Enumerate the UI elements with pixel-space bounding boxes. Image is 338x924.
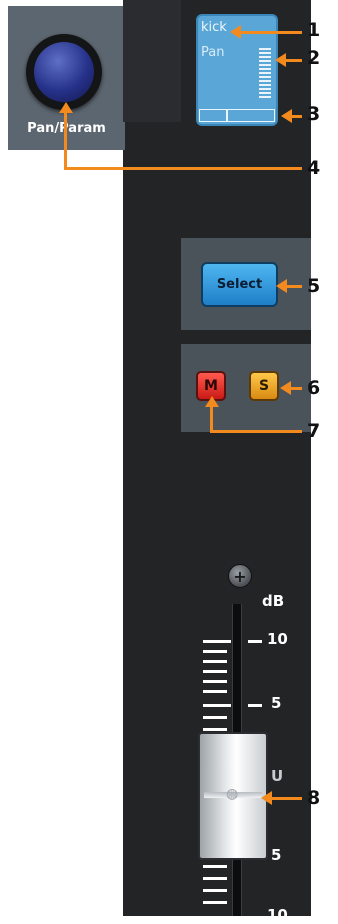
parameter-label: Pan [201, 45, 225, 60]
callout-arrow-3 [281, 109, 292, 123]
scale-tick [203, 704, 231, 707]
callout-line-8 [269, 797, 302, 800]
scale-tick [203, 728, 227, 731]
callout-number-8: 8 [307, 787, 321, 809]
callout-number-1: 1 [307, 19, 321, 41]
callout-number-6: 6 [307, 377, 321, 399]
scale-tick-5 [248, 704, 262, 707]
callout-arrow-4 [59, 102, 73, 113]
callout-line-5 [284, 285, 302, 288]
callout-line-1 [238, 31, 302, 34]
callout-arrow-8 [261, 791, 272, 805]
callout-number-7: 7 [307, 420, 321, 442]
scale-label-5: 5 [271, 694, 282, 712]
callout-number-5: 5 [307, 275, 321, 297]
scale-tick [203, 640, 231, 643]
callout-number-4: 4 [307, 157, 321, 179]
callout-line-4 [64, 167, 302, 170]
callout-arrow-5 [276, 279, 287, 293]
scale-tick [203, 650, 227, 653]
callout-line-3 [289, 115, 302, 118]
scale-tick [203, 889, 227, 892]
scale-label-minus-5: 5 [271, 846, 282, 864]
scale-tick [203, 901, 227, 904]
scale-tick [203, 877, 227, 880]
scale-tick-10 [248, 640, 262, 643]
strip-top-dark [123, 0, 181, 122]
scale-tick [203, 716, 227, 719]
callout-number-3: 3 [307, 103, 321, 125]
callout-arrow-1 [230, 25, 241, 39]
scale-label-10: 10 [267, 630, 288, 648]
parameter-value-bar [199, 109, 275, 122]
scale-tick [203, 670, 227, 673]
pan-param-knob-cap[interactable] [34, 42, 94, 102]
scale-label-unity: U [271, 767, 284, 785]
db-unit-label: dB [262, 592, 285, 610]
screw-icon: + [228, 564, 252, 588]
scale-tick [203, 680, 227, 683]
callout-line-7 [210, 430, 302, 433]
callout-line-7-vertical [210, 404, 213, 432]
solo-button[interactable]: S [249, 371, 279, 401]
callout-arrow-2 [275, 53, 286, 67]
select-button[interactable]: Select [201, 262, 278, 307]
presonus-logo-icon: ◍ [226, 786, 239, 802]
mute-button[interactable]: M [196, 371, 226, 401]
callout-arrow-7 [205, 396, 219, 407]
scale-tick [203, 690, 227, 693]
callout-line-2 [283, 59, 302, 62]
scale-tick [203, 865, 227, 868]
scale-tick [203, 660, 227, 663]
channel-name: kick [201, 20, 227, 35]
level-meter [259, 48, 271, 100]
callout-line-4-vertical [64, 112, 67, 170]
callout-arrow-6 [280, 381, 291, 395]
callout-line-6 [287, 387, 302, 390]
callout-number-2: 2 [307, 47, 321, 69]
scale-label-minus-10: 10 [267, 906, 288, 924]
